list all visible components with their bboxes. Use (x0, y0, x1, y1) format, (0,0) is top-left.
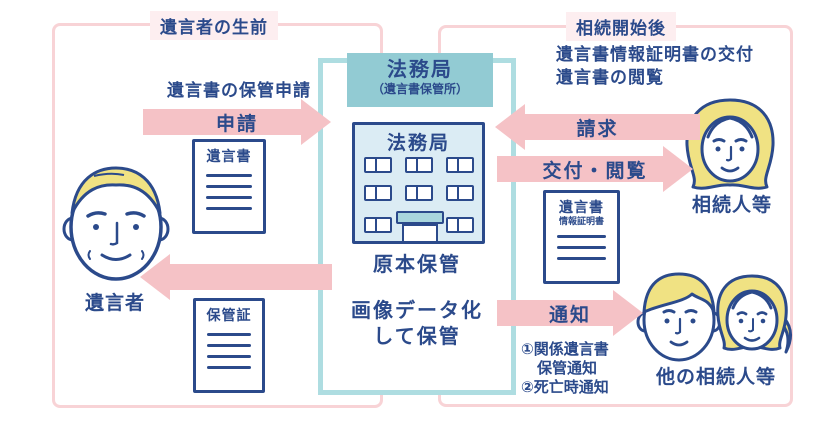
window-icon (405, 157, 433, 173)
testator-person-icon (62, 166, 170, 281)
stage-label-pre-death: 遺言者の生前 (150, 11, 278, 40)
return-cert-arrow (140, 254, 332, 300)
notify-arrow: 通知 (497, 290, 643, 336)
doc-line (206, 333, 252, 336)
image-storage-text-line1: 画像データ化 (351, 298, 483, 322)
claim-arrow-label: 請求 (576, 117, 619, 140)
return-cert-arrow-head (140, 254, 170, 300)
heir-person-icon (685, 98, 775, 190)
issue-caption-line1: 遺言書情報証明書の交付 (556, 45, 754, 65)
will-document-title: 遺言書 (206, 149, 252, 165)
window-icon (405, 185, 433, 201)
claim-arrow-head (495, 104, 525, 150)
door-icon (402, 224, 438, 241)
will-info-certificate-title: 遺言書 (559, 200, 604, 216)
doc-line (205, 196, 253, 199)
doc-line (205, 185, 253, 188)
will-info-certificate-subtitle: 情報証明書 (558, 217, 604, 227)
claim-arrow: 請求 (495, 104, 700, 150)
notify-arrow-label: 通知 (548, 303, 591, 326)
doc-line (557, 246, 606, 249)
issue-arrow: 交付・閲覧 (497, 146, 693, 192)
claim-arrow-shaft (525, 114, 700, 140)
bureau-subtitle: （遺言書保管所） (371, 82, 468, 96)
return-cert-arrow-shaft (170, 264, 332, 290)
notify-note-2: ②死亡時通知 (521, 378, 609, 396)
doc-line (206, 344, 252, 347)
window-icon (446, 217, 474, 233)
window-icon (364, 185, 392, 201)
window-icon (364, 157, 392, 173)
other-heirs-persons-icon (636, 272, 792, 362)
issue-caption-line2: 遺言書の閲覧 (556, 68, 664, 88)
doc-line (557, 257, 606, 260)
will-document-icon: 遺言書 (192, 139, 266, 234)
apply-arrow-label: 申請 (215, 112, 258, 135)
testator-label: 遺言者 (84, 292, 145, 314)
bureau-header: 法務局 （遺言書保管所） (347, 53, 493, 107)
notify-note-1: ①関係遺言書 (521, 340, 609, 358)
original-storage-text: 原本保管 (373, 252, 461, 276)
apply-arrow-shaft (143, 109, 301, 135)
bureau-building-icon: 法務局 (352, 122, 485, 244)
doc-line (206, 366, 252, 369)
doc-line (205, 207, 253, 210)
window-icon (364, 217, 392, 233)
building-sign: 法務局 (386, 132, 450, 154)
issue-arrow-label: 交付・閲覧 (542, 159, 648, 182)
notify-arrow-shaft (497, 300, 613, 326)
issue-arrow-head (663, 146, 693, 192)
image-storage-text-line2: して保管 (373, 324, 461, 348)
door-awning-icon (396, 211, 444, 224)
doc-line (557, 235, 606, 238)
heir-label: 相続人等 (691, 194, 772, 216)
apply-caption: 遺言書の保管申請 (167, 81, 311, 101)
storage-certificate-icon: 保管証 (193, 298, 265, 393)
will-info-certificate-icon: 遺言書 情報証明書 (543, 190, 620, 284)
notify-notes: ①関係遺言書 保管通知 ②死亡時通知 (521, 340, 609, 397)
other-heirs-label: 他の相続人等 (655, 366, 776, 388)
window-icon (446, 185, 474, 201)
apply-arrow: 申請 (143, 99, 331, 145)
bureau-name: 法務局 (387, 57, 453, 81)
issue-caption: 遺言書情報証明書の交付 遺言書の閲覧 (556, 44, 754, 90)
window-icon (446, 157, 474, 173)
apply-arrow-head (301, 99, 331, 145)
stage-label-post-inheritance: 相続開始後 (566, 12, 676, 41)
doc-line (206, 355, 252, 358)
issue-arrow-shaft (497, 156, 663, 182)
storage-certificate-title: 保管証 (206, 308, 252, 324)
notify-arrow-head (613, 290, 643, 336)
doc-line (205, 174, 253, 177)
notify-note-1b: 保管通知 (537, 359, 598, 377)
